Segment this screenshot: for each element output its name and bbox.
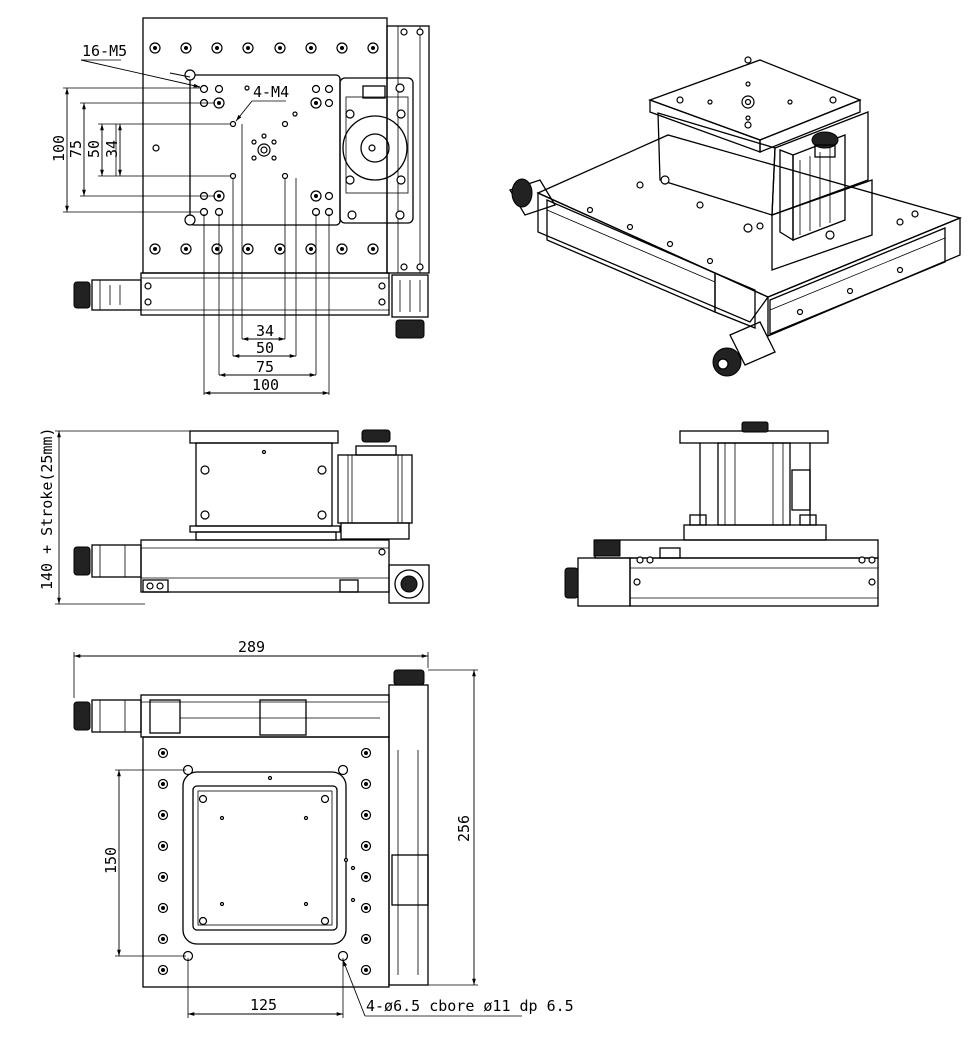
isometric-view <box>509 56 962 377</box>
dim-h-100: 100 <box>252 376 279 394</box>
dim-h-75: 75 <box>256 358 274 376</box>
dim-h-34: 34 <box>256 322 274 340</box>
top-view: 16-M5 4-M4 100 75 50 34 34 50 75 100 <box>50 17 430 395</box>
m5-label: 16-M5 <box>82 42 127 60</box>
dim-v-100: 100 <box>50 135 68 162</box>
width-289-label: 289 <box>238 638 265 656</box>
stroke-height-label: 140 + Stroke(25mm) <box>38 427 56 590</box>
hole-spacing-125-label: 125 <box>250 996 277 1014</box>
dim-h-50: 50 <box>256 339 274 357</box>
m4-label: 4-M4 <box>253 83 289 101</box>
dim-v-75: 75 <box>67 140 85 158</box>
front-view: 140 + Stroke(25mm) <box>38 427 430 605</box>
cbore-note-label: 4-ø6.5 cbore ø11 dp 6.5 <box>366 997 574 1015</box>
dim-v-34: 34 <box>103 140 121 158</box>
dim-v-50: 50 <box>85 140 103 158</box>
bottom-view: 289 256 <box>73 638 574 1018</box>
side-view <box>564 421 879 607</box>
hole-spacing-150-label: 150 <box>102 847 120 874</box>
height-256-label: 256 <box>455 815 473 842</box>
